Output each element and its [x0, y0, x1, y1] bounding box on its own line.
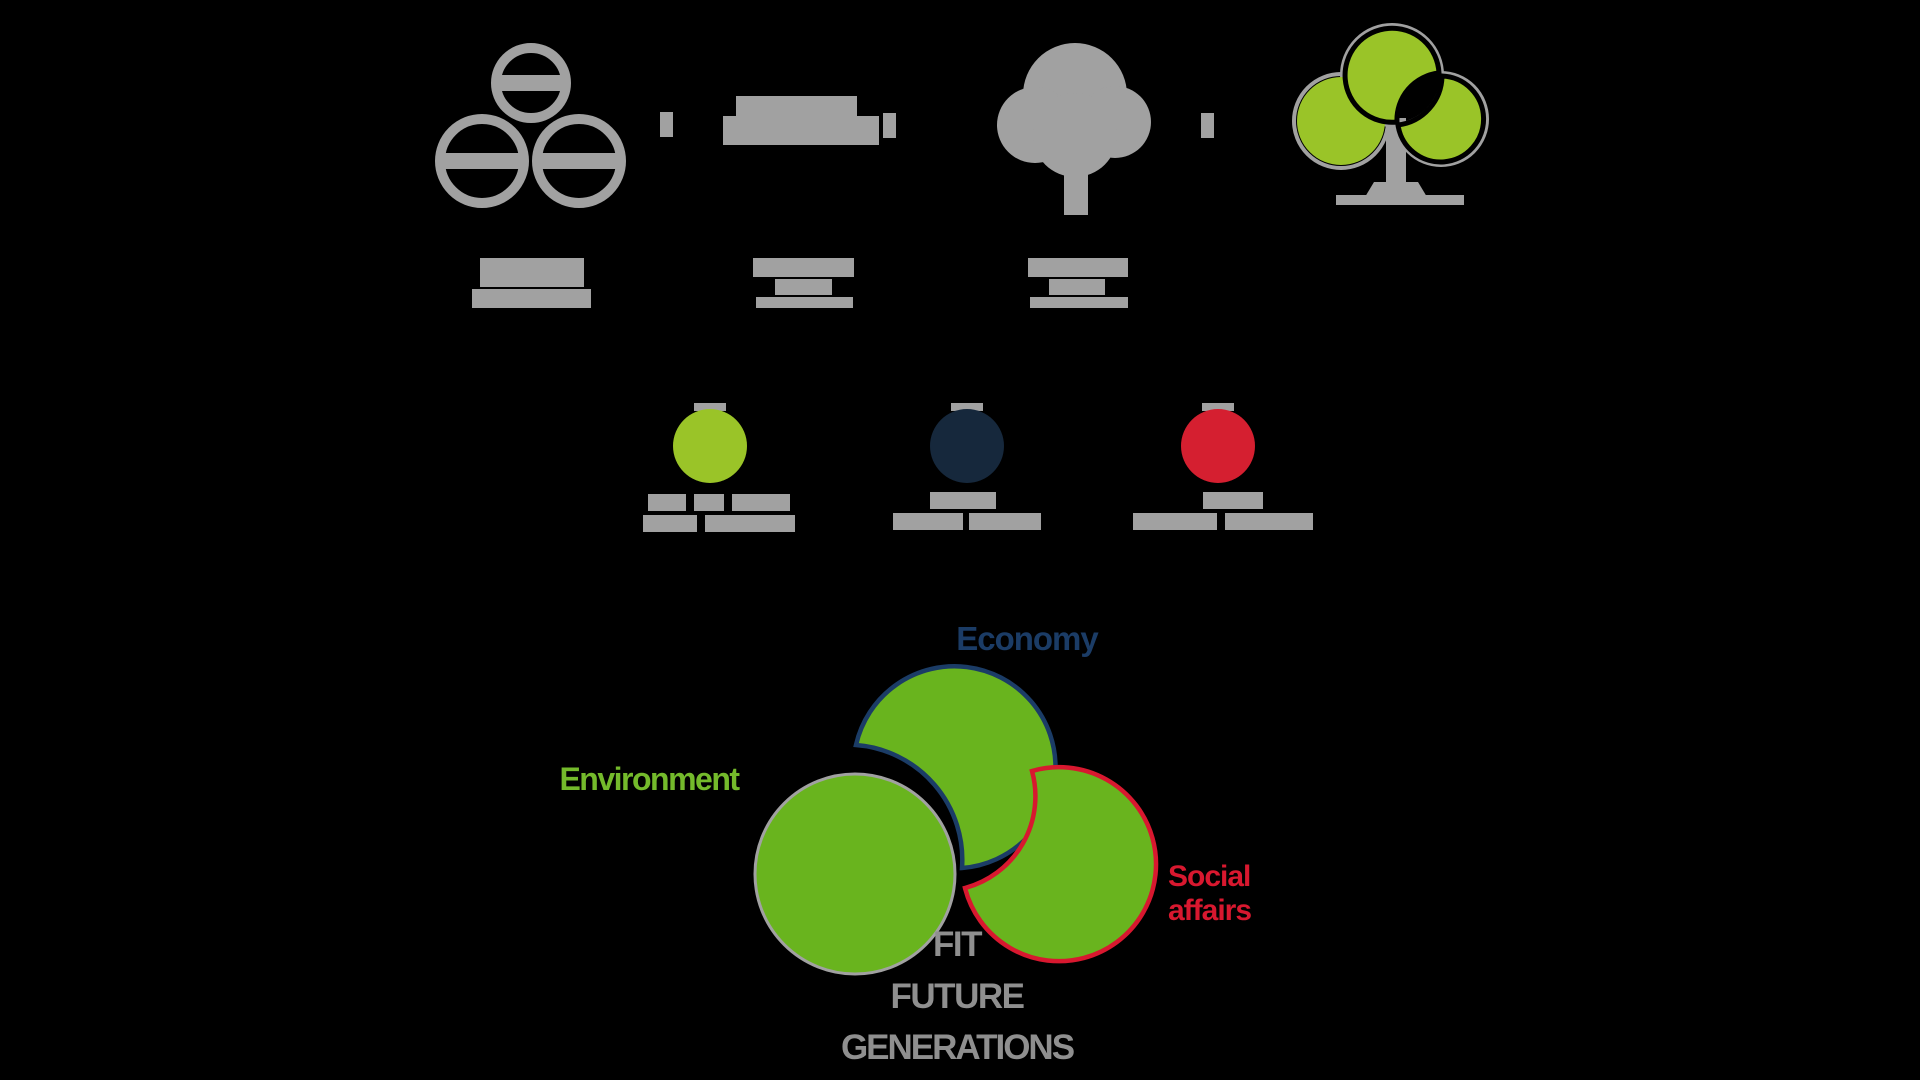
- caption-tree-line-2: [1049, 279, 1105, 295]
- coin-bar-left: [440, 153, 524, 169]
- legend-red-seg: [1133, 513, 1217, 530]
- bottom-text-line-2: FUTURE: [891, 977, 1024, 1016]
- caption-word-line-2: [775, 279, 832, 295]
- illegible-word-upper: [736, 96, 857, 118]
- economy-label: Economy: [956, 620, 1099, 657]
- caption-coins-line-2: [472, 289, 591, 308]
- legend-dot-red: [1181, 409, 1255, 483]
- legend-cap-1: [694, 403, 726, 411]
- social-affairs-line-2: affairs: [1168, 894, 1251, 927]
- coin-bar-right: [537, 153, 621, 169]
- legend-navy-seg: [969, 513, 1041, 530]
- green-tree-logo: [1292, 23, 1489, 205]
- bottom-text-line-1: FIT: [933, 925, 982, 964]
- social-affairs-line-1: Social: [1168, 860, 1250, 893]
- illegible-word-block: [723, 96, 879, 145]
- gray-tree-icon: [997, 43, 1151, 215]
- illegible-word-lower: [723, 116, 879, 145]
- caption-block-tree: [1028, 258, 1128, 308]
- plus-separator-2: [883, 113, 896, 138]
- legend-navy-seg: [930, 492, 996, 509]
- caption-coins-line-1: [480, 258, 584, 287]
- legend-cap-3: [1202, 403, 1234, 411]
- legend-navy-seg: [893, 513, 963, 530]
- green-tree-crown-right: [1395, 73, 1487, 165]
- legend-green-seg: [694, 494, 724, 511]
- venn-diagram: Economy Environment Social affairs FIT F…: [559, 620, 1252, 1067]
- legend: [643, 403, 1313, 532]
- gray-tree-trunk: [1064, 170, 1088, 215]
- green-tree-base: [1336, 195, 1464, 205]
- legend-dot-green: [673, 409, 747, 483]
- caption-word-line-1: [753, 258, 854, 277]
- bottom-text-line-3: GENERATIONS: [841, 1028, 1074, 1067]
- venn-environment-circle: [753, 772, 957, 976]
- legend-green-seg: [732, 494, 790, 511]
- social-affairs-label: Social affairs: [1168, 860, 1252, 927]
- legend-label-navy-block: [893, 492, 1041, 530]
- legend-red-seg: [1203, 492, 1263, 509]
- green-tree-crown-top: [1342, 25, 1442, 125]
- legend-red-seg: [1225, 513, 1313, 530]
- caption-tree-line-1: [1028, 258, 1128, 277]
- legend-label-red-block: [1133, 492, 1313, 530]
- plus-separator-1: [660, 112, 673, 137]
- legend-green-seg: [648, 494, 686, 511]
- caption-block-word: [753, 258, 854, 308]
- coin-bar-top: [496, 75, 566, 91]
- legend-cap-2: [951, 403, 983, 411]
- bottom-text-block: FIT FUTURE GENERATIONS: [841, 925, 1076, 1067]
- venn-social-shape: [962, 764, 1159, 964]
- plus-separator-3: [1201, 113, 1214, 138]
- legend-label-green-block: [643, 494, 795, 532]
- environment-label: Environment: [559, 761, 740, 797]
- legend-green-seg: [705, 515, 795, 532]
- legend-green-seg: [643, 515, 697, 532]
- gray-tree-crown-bottom: [1033, 93, 1117, 177]
- caption-word-line-3: [756, 297, 853, 308]
- caption-tree-line-3: [1030, 297, 1128, 308]
- legend-dot-navy: [930, 409, 1004, 483]
- three-coins-icon: [435, 43, 626, 208]
- caption-block-coins: [472, 258, 591, 308]
